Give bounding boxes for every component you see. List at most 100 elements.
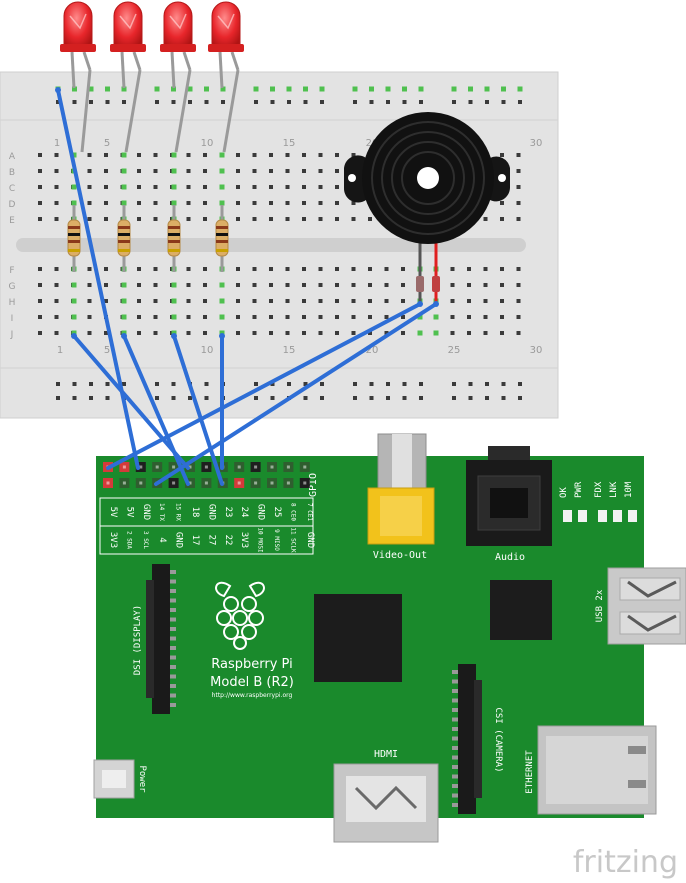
leds [60, 1, 244, 153]
active-hole [219, 184, 225, 190]
column-number: 30 [530, 138, 543, 149]
active-hole [484, 86, 490, 92]
breadboard-hole [153, 169, 158, 173]
gpio-pin-label: 15 RX [175, 503, 182, 521]
led [110, 1, 146, 153]
rail-hole [402, 382, 407, 386]
gpio-pin-label: GND [174, 532, 184, 548]
fritzing-logo: fritzing [573, 845, 678, 880]
dsi-connector: DSI (DISPLAY) [133, 564, 176, 714]
rail-hole [270, 396, 275, 400]
gpio-pin-label: 3 SCL [142, 531, 149, 549]
gpio-pin-label: 7 CE1 [306, 503, 313, 521]
active-hole [369, 86, 374, 92]
rail-hole [89, 100, 93, 104]
breadboard-hole [368, 267, 372, 271]
breadboard-hole [318, 331, 323, 335]
rail-hole [171, 396, 176, 400]
breadboard-hole [54, 217, 59, 221]
breadboard-hole [335, 185, 339, 189]
breadboard-hole [384, 331, 389, 335]
breadboard-hole [318, 153, 323, 157]
breadboard-hole [285, 283, 290, 287]
breadboard-hole [252, 201, 257, 205]
breadboard-hole [38, 169, 42, 173]
rail-hole [89, 382, 93, 386]
breadboard-hole [335, 153, 339, 157]
breadboard-hole [516, 315, 521, 319]
rail-hole [419, 100, 423, 104]
rail-hole [72, 382, 77, 386]
breadboard-hole [483, 315, 488, 319]
rail-hole [204, 382, 209, 386]
breadboard-hole [252, 315, 257, 319]
active-hole [121, 86, 127, 92]
rail-hole [303, 396, 308, 400]
breadboard-hole [104, 331, 108, 335]
rail-hole [171, 382, 176, 386]
breadboard-hole [500, 153, 504, 157]
breadboard-hole [104, 283, 108, 287]
breadboard-hole [38, 217, 42, 221]
gpio-pin-label: GND [141, 504, 151, 520]
active-hole [71, 314, 77, 320]
breadboard-hole [368, 331, 372, 335]
column-number: 25 [448, 345, 461, 356]
active-hole [171, 314, 177, 320]
active-hole [88, 86, 94, 92]
gpio-pin-label: 8 CE0 [289, 503, 296, 521]
breadboard-hole [302, 217, 306, 221]
breadboard-hole [54, 315, 59, 319]
rail-hole [468, 382, 473, 386]
breadboard-hole [401, 299, 405, 303]
rail-hole [254, 382, 258, 386]
breadboard-hole [516, 169, 521, 173]
rail-hole [105, 382, 110, 386]
active-hole [219, 200, 225, 206]
column-number: 10 [201, 345, 214, 356]
breadboard-hole [87, 267, 92, 271]
rail-hole [369, 396, 374, 400]
breadboard-hole [483, 267, 488, 271]
breadboard-hole [186, 315, 191, 319]
breadboard-hole [351, 153, 356, 157]
breadboard-hole [38, 267, 42, 271]
breadboard-hole [516, 153, 521, 157]
breadboard-hole [335, 315, 339, 319]
breadboard-hole [285, 267, 290, 271]
breadboard-hole [351, 315, 356, 319]
rail-hole [155, 382, 159, 386]
audio-label: Audio [495, 552, 525, 563]
breadboard-hole [153, 331, 158, 335]
rail-hole [188, 396, 192, 400]
led [208, 1, 244, 153]
rail-hole [155, 396, 159, 400]
svg-text:LNK: LNK [609, 481, 619, 498]
gpio-pin-label: 9 MISO [273, 529, 280, 551]
status-led: LNK [609, 481, 622, 522]
status-led: OK [559, 487, 572, 522]
rail-hole [254, 100, 258, 104]
rail-hole [122, 382, 126, 386]
active-hole [71, 152, 77, 158]
breadboard-hole [203, 299, 207, 303]
breadboard-hole [236, 299, 240, 303]
rail-hole [320, 100, 324, 104]
gpio-pin-label: 27 [206, 535, 216, 546]
rail-hole [485, 382, 489, 386]
breadboard-hole [318, 169, 323, 173]
breadboard-hole [153, 267, 158, 271]
rail-hole [501, 100, 506, 104]
active-hole [219, 298, 225, 304]
breadboard-hole [384, 315, 389, 319]
status-led: PWR [574, 481, 587, 522]
breadboard-hole [236, 315, 240, 319]
column-number: 5 [104, 138, 110, 149]
breadboard-hole [368, 315, 372, 319]
breadboard-hole [186, 217, 191, 221]
breadboard-hole [500, 299, 504, 303]
breadboard-hole [236, 185, 240, 189]
piezo-buzzer [343, 112, 510, 302]
breadboard-hole [269, 283, 273, 287]
breadboard-hole [401, 331, 405, 335]
